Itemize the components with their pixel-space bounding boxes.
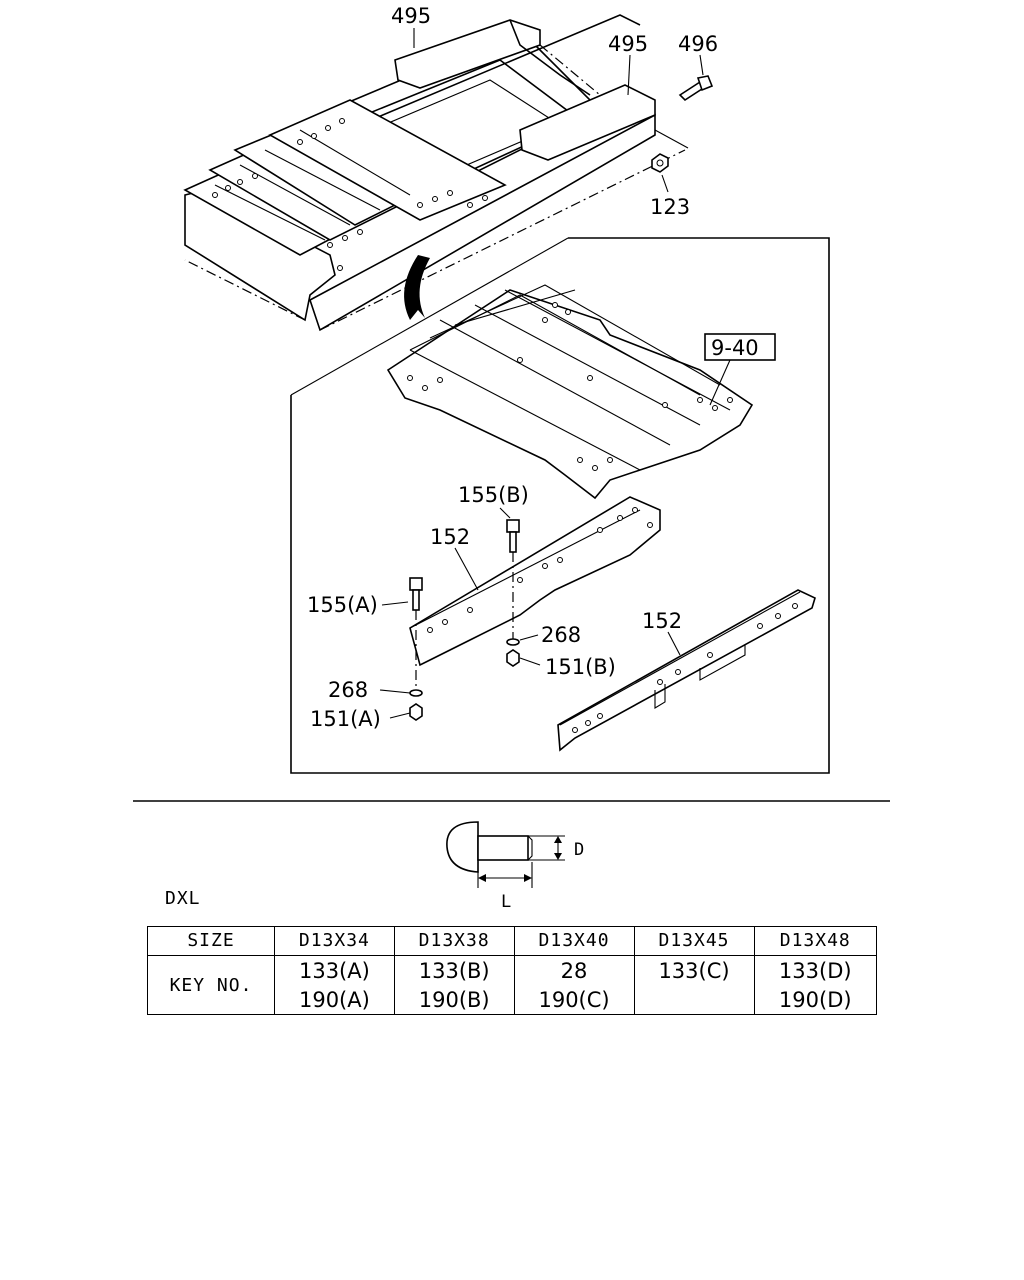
nut-151a: [409, 703, 423, 721]
key-header: KEY NO.: [147, 955, 275, 1015]
key-value: 190(B): [418, 988, 490, 1012]
corrugated-plate: [386, 284, 754, 500]
size-header: SIZE: [147, 926, 275, 956]
callout-268-b: 268: [541, 623, 581, 647]
key-cell: 133(D) 190(D): [753, 955, 877, 1015]
callout-ref-9-40: 9-40: [711, 336, 759, 360]
rivet-illustration: [446, 821, 565, 888]
key-value: 133(D): [778, 959, 852, 983]
key-value: 190(C): [538, 988, 610, 1012]
size-cell: D13X48: [753, 926, 877, 956]
size-cell: D13X38: [393, 926, 515, 956]
callout-495-b: 495: [608, 32, 648, 56]
plate-holes: [212, 118, 488, 271]
callout-268-a: 268: [328, 678, 368, 702]
key-value: 28: [560, 959, 588, 983]
key-cell: 28 190(C): [513, 955, 635, 1015]
key-value: 133(B): [418, 959, 490, 983]
key-cell: 133(B) 190(B): [393, 955, 515, 1015]
variant-label: DXL: [165, 888, 201, 909]
bracket-152-lower: [557, 589, 816, 752]
nut-123: [651, 153, 669, 173]
key-value: 190(A): [298, 988, 370, 1012]
key-row: KEY NO. 133(A) 190(A) 133(B) 190(B) 28 1…: [147, 955, 877, 1015]
bolt-155b: [506, 519, 520, 640]
callout-152-upper: 152: [430, 525, 470, 549]
callout-155a: 155(A): [307, 593, 378, 617]
bolt-155a: [409, 577, 423, 690]
key-value: 190(D): [778, 988, 852, 1012]
callout-151b: 151(B): [545, 655, 616, 679]
callout-495-a: 495: [391, 4, 431, 28]
nut-151b: [506, 649, 520, 667]
size-row: SIZE D13X34 D13X38 D13X40 D13X45 D13X48: [147, 926, 877, 956]
detail-arrow: [404, 255, 430, 320]
dimension-l-label: L: [501, 892, 512, 912]
size-key-table: SIZE D13X34 D13X38 D13X40 D13X45 D13X48 …: [147, 926, 877, 1015]
bracket-152-upper: [409, 496, 661, 667]
washer-268a: [409, 689, 423, 697]
callout-152-lower: 152: [642, 609, 682, 633]
dimension-d-label: D: [574, 840, 585, 860]
key-value: [635, 985, 754, 986]
key-cell: 133(C): [633, 955, 755, 1015]
callout-496: 496: [678, 32, 718, 56]
reference-box: [704, 333, 776, 361]
callout-155b: 155(B): [458, 483, 529, 507]
size-cell: D13X45: [633, 926, 755, 956]
size-cell: D13X34: [274, 926, 395, 956]
key-value: 133(A): [298, 959, 370, 983]
bolt-496: [678, 75, 714, 102]
detail-box: [290, 237, 830, 774]
callout-123: 123: [650, 195, 690, 219]
size-cell: D13X40: [513, 926, 635, 956]
frame-assembly: [183, 14, 714, 332]
key-value: 133(C): [658, 959, 730, 983]
callout-151a: 151(A): [310, 707, 381, 731]
key-cell: 133(A) 190(A): [274, 955, 395, 1015]
washer-268b: [506, 638, 520, 646]
